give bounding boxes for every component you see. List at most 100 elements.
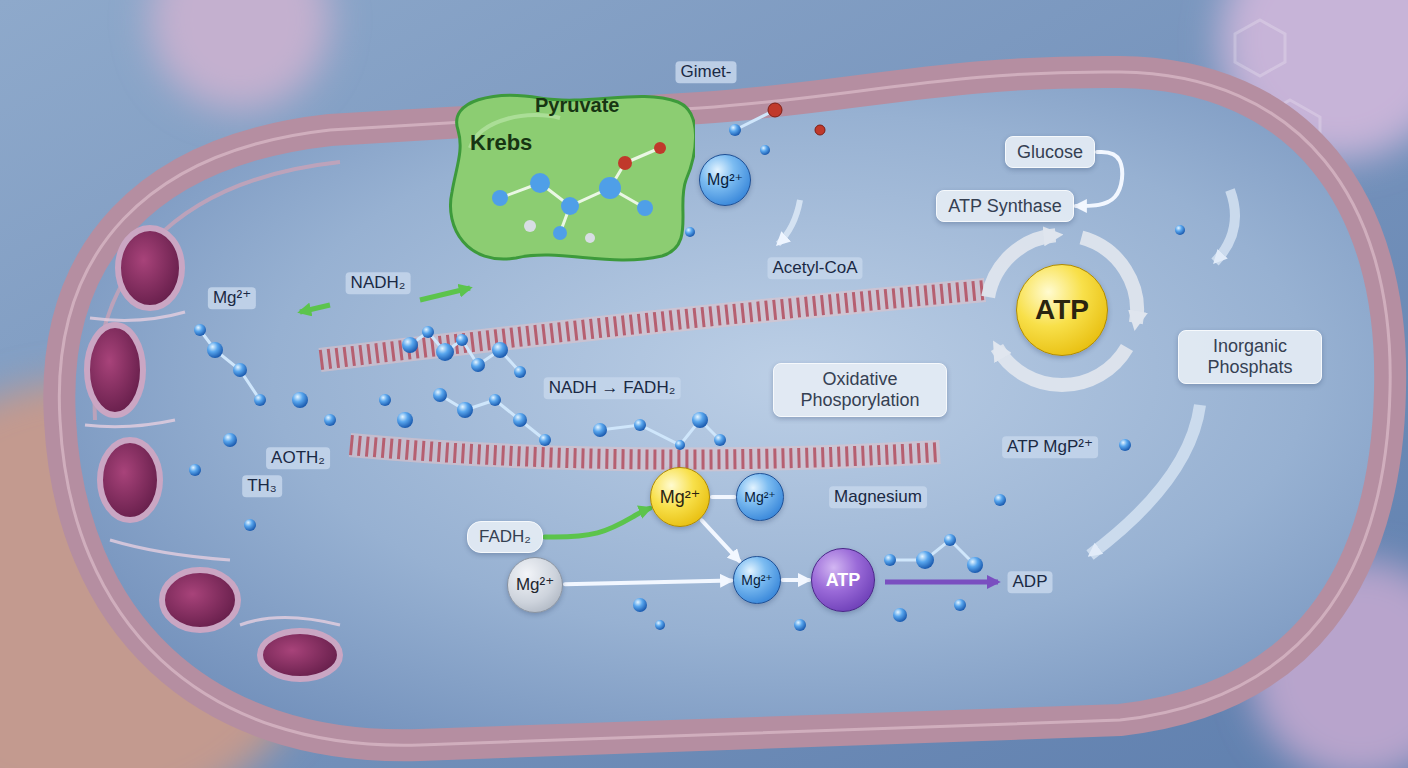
- flow-arrow-decor: [778, 200, 800, 244]
- krebs-region-shape: [492, 190, 508, 206]
- atp-molecule: ATP: [811, 548, 875, 612]
- magnesium-ion-dots: [794, 619, 806, 631]
- magnesium-ion-dots: [514, 366, 526, 378]
- magnesium-ion-dots: [884, 554, 896, 566]
- magnesium-ion-dots: [194, 324, 206, 336]
- label-slot: ATP MgP²⁺: [1002, 436, 1098, 458]
- node-text: ATP Synthase: [948, 196, 1061, 217]
- flow-arrow-decor: [1090, 405, 1200, 555]
- oxygen-atom: [768, 103, 825, 135]
- annotation-label: TH₃: [242, 475, 282, 497]
- magnesium-ion-dots: [685, 227, 695, 237]
- magnesium-ion: Mg²⁺: [650, 467, 710, 527]
- magnesium-ion-dots: [397, 412, 413, 428]
- label-slot: NADH₂: [346, 272, 411, 294]
- node-text: Mg²⁺: [741, 572, 773, 588]
- krebs-region-shape: [599, 177, 621, 199]
- krebs-region-shape: [618, 156, 632, 170]
- label-slot: Magnesium: [829, 486, 927, 508]
- inner-membrane-band: [320, 290, 985, 360]
- molecule-bonds: [410, 332, 520, 372]
- node-text: Mg²⁺: [744, 489, 776, 505]
- magnesium-ion-dots: [967, 557, 983, 573]
- cristae-folds: [90, 312, 185, 320]
- magnesium-ion-dots: [675, 440, 685, 450]
- label-box: ATP Synthase: [936, 190, 1073, 223]
- cristae: [87, 228, 340, 679]
- magnesium-ion-dots: [634, 419, 646, 431]
- krebs-region-shape: [530, 173, 550, 193]
- atp-molecule: ATP: [1016, 264, 1108, 356]
- magnesium-ion-dots: [457, 402, 473, 418]
- magnesium-ion-dots: [254, 394, 266, 406]
- magnesium-ion-dots: [189, 124, 1185, 631]
- cristae: [162, 570, 238, 630]
- inner-membrane-band: [320, 290, 985, 360]
- flow-arrow-decor: [300, 305, 330, 312]
- annotation-label: ATP MgP²⁺: [1002, 436, 1098, 458]
- krebs-region-shape: [561, 197, 579, 215]
- flow-arrow: [712, 495, 734, 499]
- node-text: Inorganic Phosphats: [1190, 336, 1310, 377]
- magnesium-ion-dots: [1119, 439, 1131, 451]
- node-text: Mg²⁺: [516, 575, 554, 595]
- magnesium-ion: Mg²⁺: [733, 556, 781, 604]
- hexagon-pattern: [1235, 20, 1285, 76]
- magnesium-ion-dots: [436, 343, 454, 361]
- magnesium-ion-dots: [513, 413, 527, 427]
- node-text: FADH₂: [479, 527, 531, 547]
- magnesium-ion-dots: [954, 599, 966, 611]
- krebs-region-shape: [524, 220, 536, 232]
- annotation-label: NADH → FADH₂: [544, 377, 681, 399]
- krebs-region-shape: [637, 200, 653, 216]
- magnesium-ion-dots: [893, 608, 907, 622]
- label-slot: TH₃: [242, 475, 282, 497]
- magnesium-ion-dots: [379, 394, 391, 406]
- magnesium-ion-dots: [633, 598, 647, 612]
- mitochondrion-outer-membrane: [59, 72, 1390, 745]
- node-text: Mg²⁺: [707, 171, 743, 189]
- label-slot: Acetyl-CoA: [767, 257, 862, 279]
- magnesium-ion-dots: [207, 342, 223, 358]
- magnesium-ion-dots: [916, 551, 934, 569]
- label-pill: FADH₂: [467, 521, 543, 553]
- inner-membrane-band: [350, 445, 940, 460]
- magnesium-ion-dots: [760, 145, 770, 155]
- label-slot: ADP: [1008, 571, 1053, 593]
- magnesium-ion-dots: [233, 363, 247, 377]
- label-slot: AOTH₂: [266, 447, 330, 469]
- cristae-folds: [110, 540, 230, 560]
- cristae: [87, 325, 143, 415]
- label-slot: Mg²⁺: [208, 287, 256, 309]
- magnesium-ion-dots: [655, 620, 665, 630]
- magnesium-ion-dots: [593, 423, 607, 437]
- magnesium-ion-dots: [944, 534, 956, 546]
- magnesium-ion: Mg²⁺: [699, 154, 751, 206]
- annotation-label: NADH₂: [346, 272, 411, 294]
- cristae-folds: [240, 618, 340, 626]
- magnesium-ion-dots: [492, 342, 508, 358]
- molecule-bonds: [440, 395, 545, 440]
- cycle-arrow: [988, 235, 1137, 385]
- krebs-cycle-region: PyruvateKrebs: [440, 88, 695, 263]
- magnesium-ion-dots: [729, 124, 741, 136]
- krebs-region-shape: [654, 142, 666, 154]
- magnesium-ion-dots: [402, 337, 418, 353]
- label-box: Oxidative Phosporylation: [773, 363, 947, 416]
- magnesium-ion: Mg²⁺: [736, 473, 784, 521]
- annotation-label: Magnesium: [829, 486, 927, 508]
- inner-membrane-band: [350, 445, 940, 460]
- magnesium-ion-dots: [324, 414, 336, 426]
- krebs-region-shape: [500, 148, 660, 233]
- background-blur: [150, 0, 330, 110]
- inner-membrane-band: [320, 290, 985, 460]
- magnesium-ion-dots: [456, 334, 468, 346]
- cristae-folds: [85, 420, 175, 427]
- flow-arrow: [565, 581, 731, 585]
- region-title: Krebs: [470, 130, 532, 155]
